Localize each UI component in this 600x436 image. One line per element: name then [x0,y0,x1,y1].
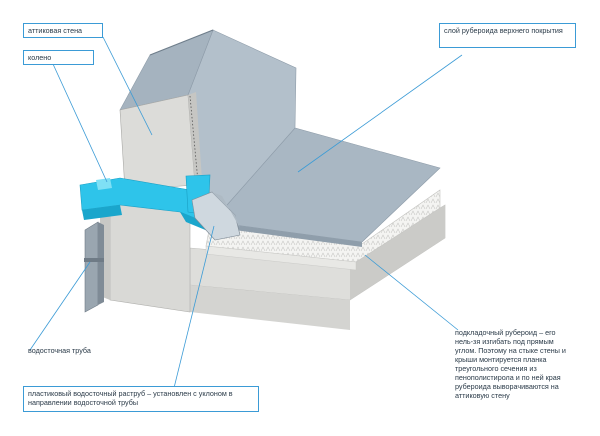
gutter-elbow [79,174,220,236]
label-attic-wall: аттиковая стена [23,23,103,38]
label-elbow: колено [23,50,94,65]
callout-line-elbow [52,63,108,183]
label-underlay: подкладочный рубероид – его нель-зя изги… [455,328,566,400]
callout-lines [29,36,463,397]
callout-line-attic-wall [102,36,153,136]
callout-line-underlay [364,254,459,331]
callout-line-funnel [171,225,215,397]
parapet-wall [119,29,297,223]
label-funnel: пластиковый водосточный раструб – устано… [23,386,259,412]
callout-line-downpipe [29,261,91,351]
label-top-layer: слой рубероида верхнего покрытия [439,23,576,48]
concrete-slab [189,204,446,330]
plastic-funnel [191,191,241,241]
callout-line-top-layer [297,54,463,173]
downpipe [84,221,104,313]
label-downpipe: водосточная труба [28,346,91,355]
